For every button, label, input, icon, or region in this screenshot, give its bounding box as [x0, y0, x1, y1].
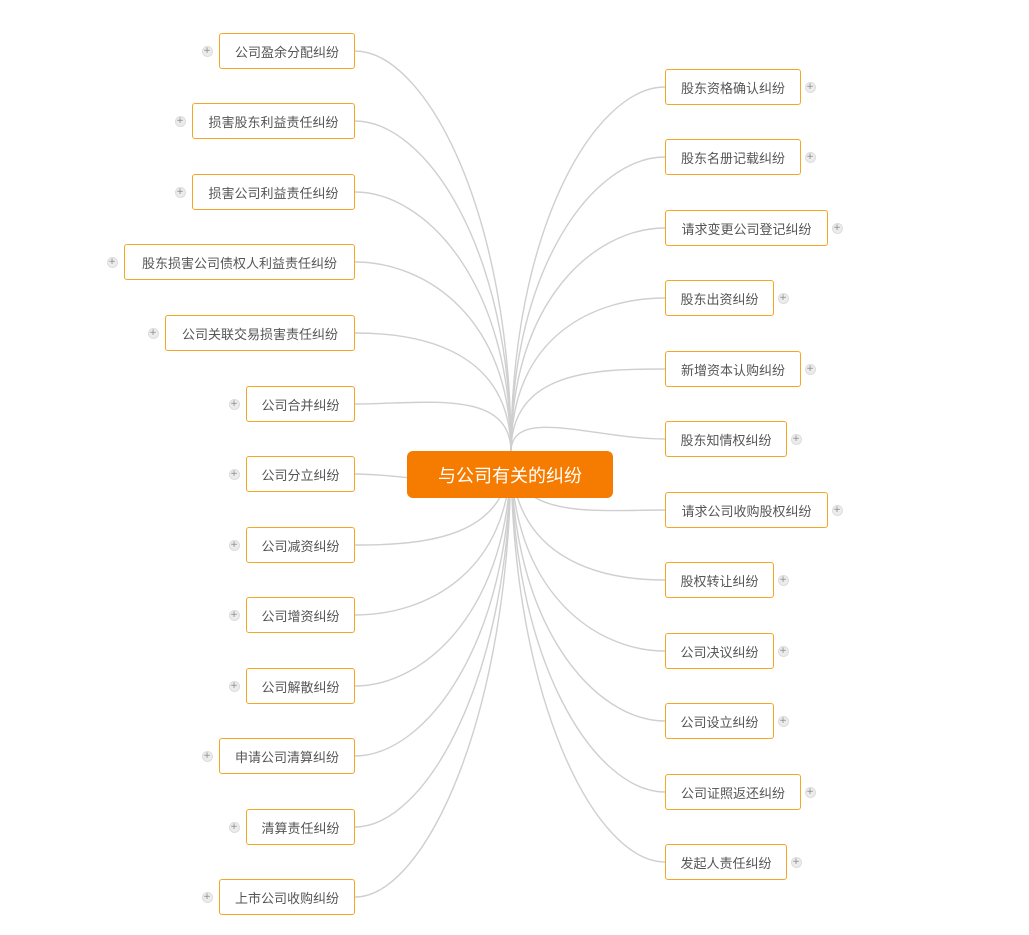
left-connector-0	[354, 50, 512, 453]
right-expand-icon-8[interactable]: +	[777, 645, 789, 657]
left-branch-node-10[interactable]: 申请公司清算纠纷	[219, 738, 355, 774]
left-expand-icon-4[interactable]: +	[147, 327, 159, 339]
right-expand-icon-2[interactable]: +	[831, 222, 843, 234]
right-expand-icon-5[interactable]: +	[790, 433, 802, 445]
right-connector-9	[510, 451, 666, 722]
right-connector-5	[510, 426, 666, 453]
right-connector-4	[510, 368, 666, 453]
left-branch-node-0[interactable]: 公司盈余分配纠纷	[219, 33, 355, 69]
left-branch-node-11[interactable]: 清算责任纠纷	[246, 809, 355, 845]
left-branch-node-7[interactable]: 公司减资纠纷	[246, 527, 355, 563]
left-expand-icon-9[interactable]: +	[228, 680, 240, 692]
right-branch-node-9[interactable]: 公司设立纠纷	[665, 703, 774, 739]
right-branch-node-2[interactable]: 请求变更公司登记纠纷	[665, 210, 828, 246]
right-connector-8	[510, 451, 666, 652]
left-branch-node-3[interactable]: 股东损害公司债权人利益责任纠纷	[124, 244, 355, 280]
left-connector-11	[354, 451, 512, 828]
left-expand-icon-3[interactable]: +	[106, 256, 118, 268]
right-branch-node-8[interactable]: 公司决议纠纷	[665, 633, 774, 669]
left-branch-node-8[interactable]: 公司增资纠纷	[246, 597, 355, 633]
right-expand-icon-0[interactable]: +	[804, 81, 816, 93]
left-connector-5	[354, 401, 512, 453]
right-branch-node-0[interactable]: 股东资格确认纠纷	[665, 69, 801, 105]
left-expand-icon-11[interactable]: +	[228, 821, 240, 833]
left-expand-icon-2[interactable]: +	[174, 186, 186, 198]
right-branch-node-7[interactable]: 股权转让纠纷	[665, 562, 774, 598]
right-connector-1	[510, 156, 666, 453]
right-expand-icon-6[interactable]: +	[831, 504, 843, 516]
right-branch-node-10[interactable]: 公司证照返还纠纷	[665, 774, 801, 810]
right-branch-node-1[interactable]: 股东名册记载纠纷	[665, 139, 801, 175]
right-connector-10	[510, 451, 666, 793]
left-branch-node-6[interactable]: 公司分立纠纷	[246, 456, 355, 492]
right-expand-icon-9[interactable]: +	[777, 715, 789, 727]
left-branch-node-2[interactable]: 损害公司利益责任纠纷	[192, 174, 355, 210]
left-connector-2	[354, 191, 512, 453]
right-connector-11	[510, 451, 666, 863]
left-expand-icon-10[interactable]: +	[201, 750, 213, 762]
right-connector-0	[510, 86, 666, 453]
left-expand-icon-7[interactable]: +	[228, 539, 240, 551]
left-connector-1	[354, 120, 512, 453]
left-expand-icon-12[interactable]: +	[201, 891, 213, 903]
left-branch-node-5[interactable]: 公司合并纠纷	[246, 386, 355, 422]
left-connector-9	[354, 451, 512, 687]
right-connector-3	[510, 297, 666, 453]
right-expand-icon-4[interactable]: +	[804, 363, 816, 375]
right-expand-icon-1[interactable]: +	[804, 151, 816, 163]
right-connector-2	[510, 227, 666, 453]
left-branch-node-9[interactable]: 公司解散纠纷	[246, 668, 355, 704]
right-branch-node-6[interactable]: 请求公司收购股权纠纷	[665, 492, 828, 528]
right-expand-icon-11[interactable]: +	[790, 856, 802, 868]
left-connector-4	[354, 332, 512, 453]
right-branch-node-11[interactable]: 发起人责任纠纷	[665, 844, 787, 880]
left-expand-icon-8[interactable]: +	[228, 609, 240, 621]
right-expand-icon-3[interactable]: +	[777, 292, 789, 304]
left-expand-icon-5[interactable]: +	[228, 398, 240, 410]
left-connector-10	[354, 451, 512, 757]
right-branch-node-5[interactable]: 股东知情权纠纷	[665, 421, 787, 457]
central-topic[interactable]: 与公司有关的纠纷	[407, 451, 613, 498]
left-branch-node-12[interactable]: 上市公司收购纠纷	[219, 879, 355, 915]
left-expand-icon-1[interactable]: +	[174, 115, 186, 127]
left-branch-node-1[interactable]: 损害股东利益责任纠纷	[192, 103, 355, 139]
left-branch-node-4[interactable]: 公司关联交易损害责任纠纷	[165, 315, 355, 351]
left-connector-3	[354, 261, 512, 453]
right-branch-node-4[interactable]: 新增资本认购纠纷	[665, 351, 801, 387]
right-expand-icon-10[interactable]: +	[804, 786, 816, 798]
right-expand-icon-7[interactable]: +	[777, 574, 789, 586]
right-branch-node-3[interactable]: 股东出资纠纷	[665, 280, 774, 316]
left-connector-12	[354, 451, 512, 898]
left-expand-icon-0[interactable]: +	[201, 45, 213, 57]
left-expand-icon-6[interactable]: +	[228, 468, 240, 480]
